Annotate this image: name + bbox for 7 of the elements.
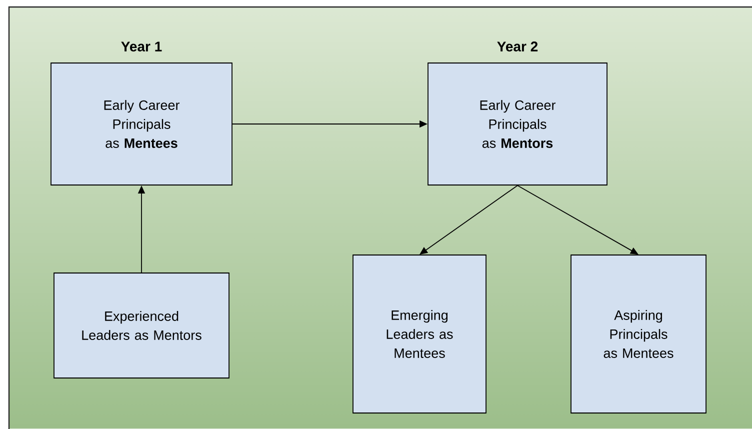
process-box: Aspiring Principals as Mentees [570,254,706,414]
process-box: Early Career Principals as Mentors [428,62,608,186]
heading-text: Year 1 [121,42,162,52]
process-box: Early Career Principals as Mentees [50,62,232,186]
process-box: Experienced Leaders as Mentors [54,272,230,378]
process-box: Emerging Leaders as Mentees [352,254,486,414]
heading-text: Year 2 [497,42,538,52]
